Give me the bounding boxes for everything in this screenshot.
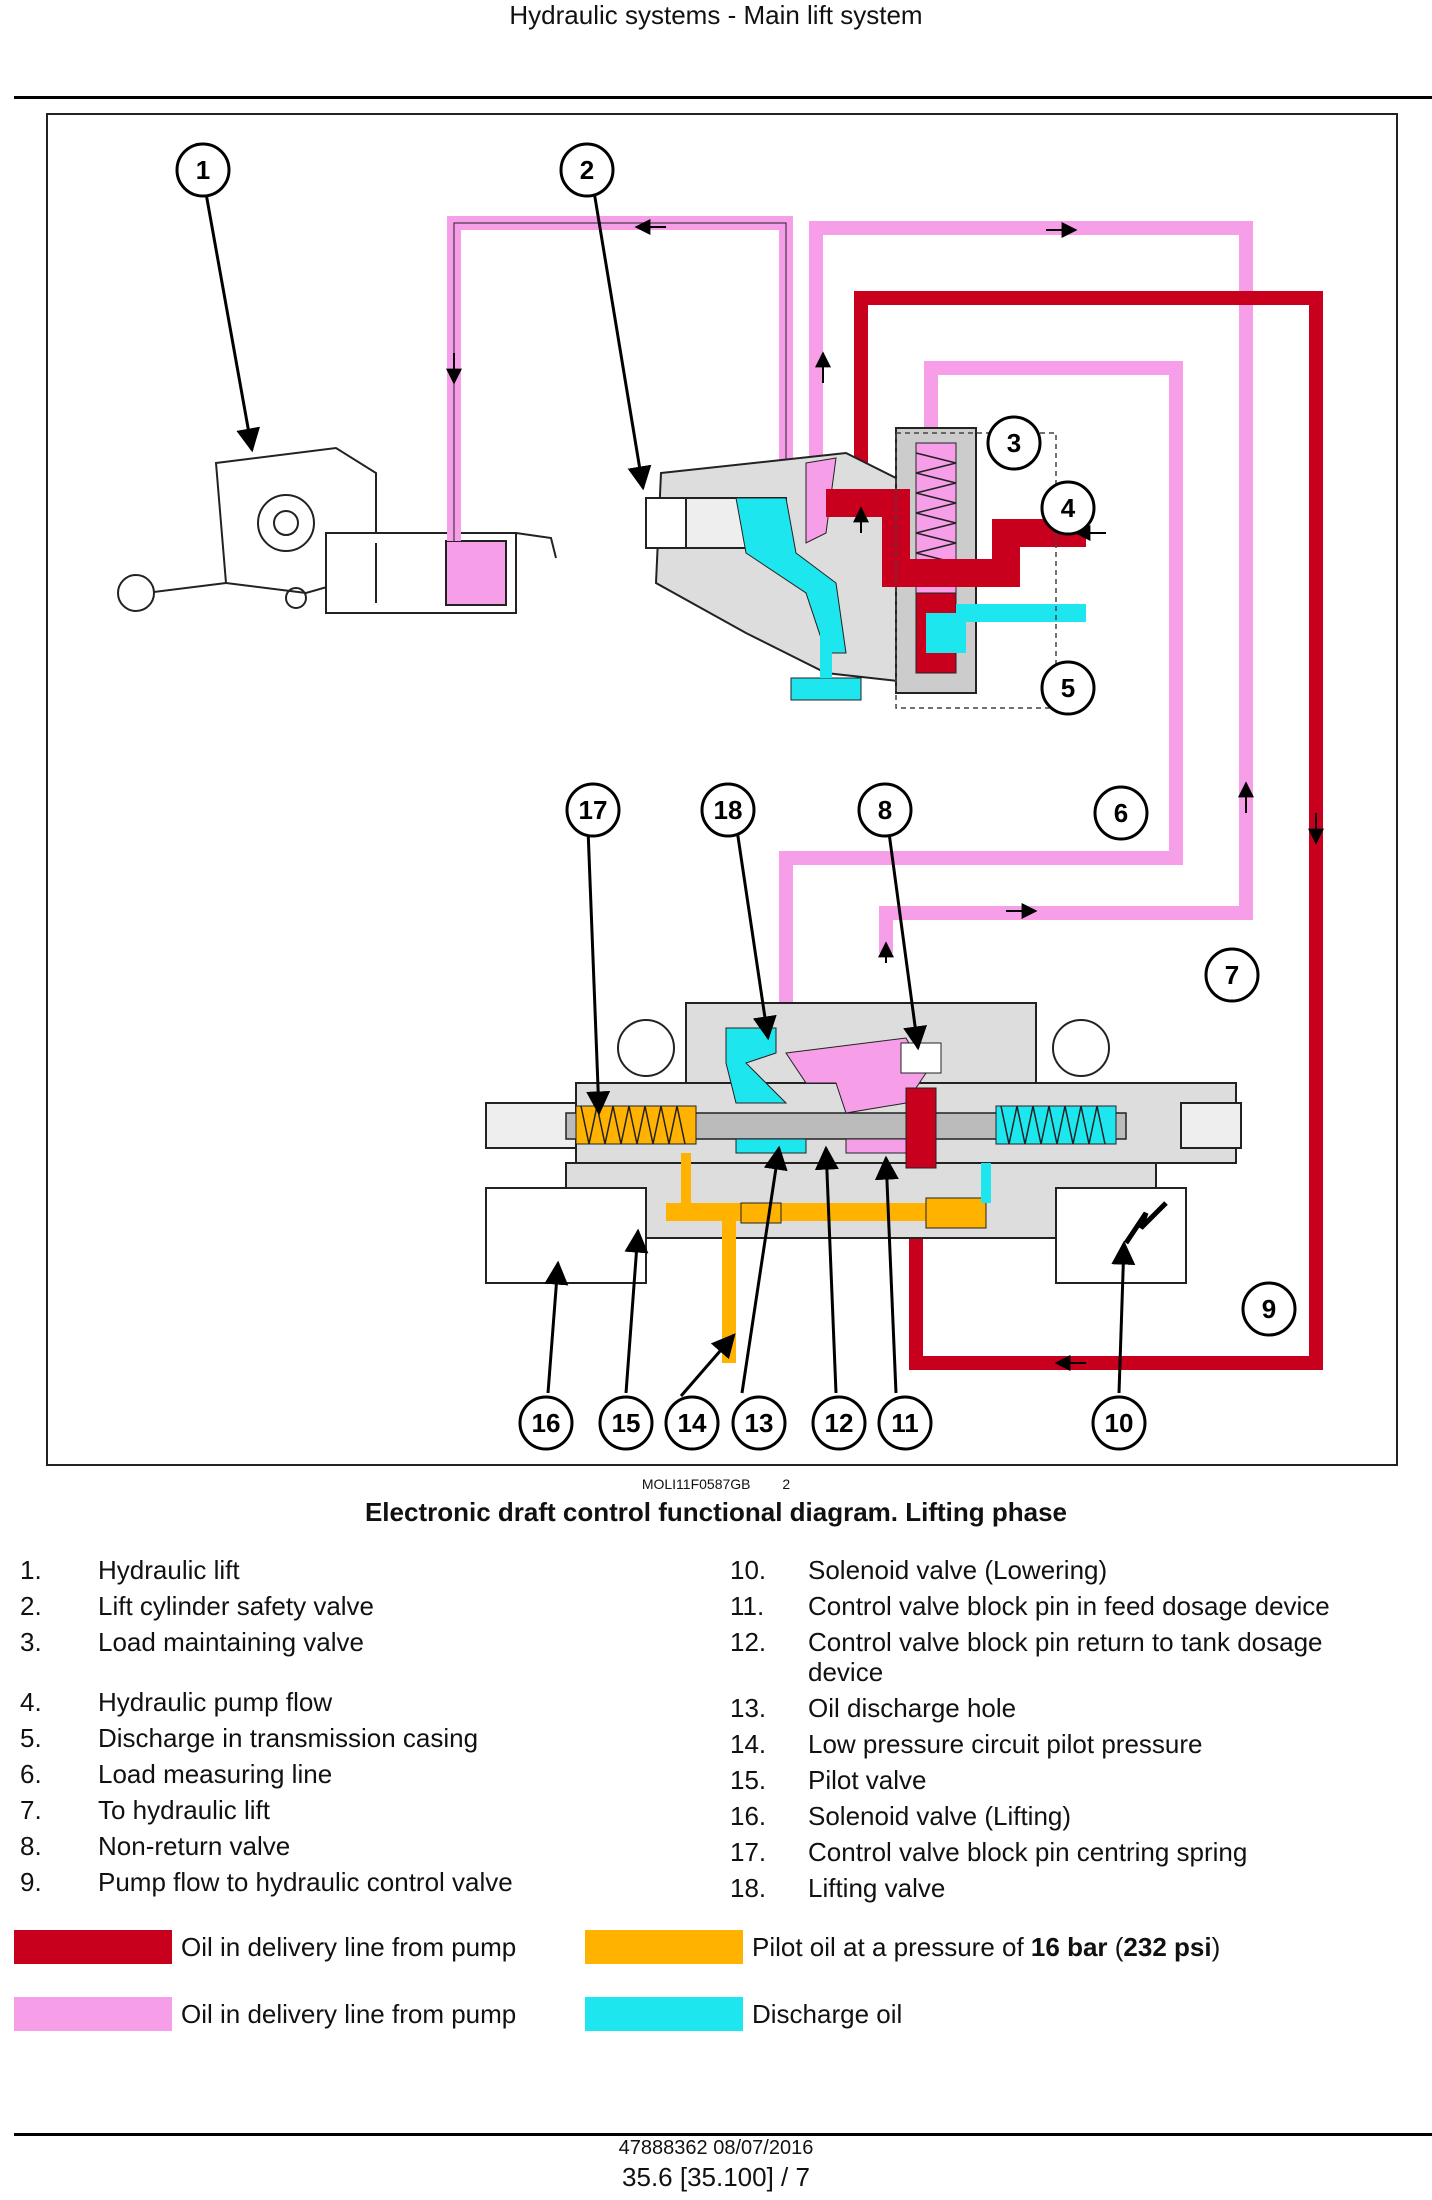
legend-item: 1.Hydraulic lift xyxy=(20,1555,240,1585)
callout-5: 5 xyxy=(1040,660,1096,716)
figure-caption: Electronic draft control functional diag… xyxy=(364,1497,1068,1527)
color-swatch xyxy=(585,1997,743,2031)
legend-item: 2.Lift cylinder safety valve xyxy=(20,1591,375,1621)
callout-10: 10 xyxy=(1091,1395,1147,1451)
color-key-label: Oil in delivery line from pump xyxy=(181,1932,517,1962)
page-header: Hydraulic systems - Main lift system xyxy=(509,0,923,30)
footer-page: 35.6 [35.100] / 7 xyxy=(622,2162,810,2192)
svg-text:9: 9 xyxy=(1262,1294,1276,1324)
svg-text:14: 14 xyxy=(678,1408,707,1438)
callout-12: 12 xyxy=(811,1395,867,1451)
hydraulic-diagram: 1 2 3 4 5 6 7 8 9 10 11 12 13 14 15 16 1… xyxy=(117,142,1324,1451)
footer-rule xyxy=(14,2133,1432,2136)
svg-text:13: 13 xyxy=(745,1408,774,1438)
callout-7: 7 xyxy=(1204,947,1260,1003)
legend-item: 15.Pilot valve xyxy=(730,1765,927,1795)
legend-right: 10.Solenoid valve (Lowering) 11.Control … xyxy=(730,1555,1400,1909)
legend-item: 18.Lifting valve xyxy=(730,1873,946,1903)
legend-left: 1.Hydraulic lift 2.Lift cylinder safety … xyxy=(20,1555,700,1903)
callout-16: 16 xyxy=(518,1395,574,1451)
callout-14: 14 xyxy=(664,1395,720,1451)
figure-id: MOLI11F0587GB 2 xyxy=(0,1476,1432,1492)
legend-item: 4.Hydraulic pump flow xyxy=(20,1687,333,1717)
leader-lines xyxy=(195,142,1136,1397)
callout-18: 18 xyxy=(700,782,756,838)
svg-text:7: 7 xyxy=(1225,960,1239,990)
callout-15: 15 xyxy=(598,1395,654,1451)
legend-item: 6.Load measuring line xyxy=(20,1759,333,1789)
legend-item: 13.Oil discharge hole xyxy=(730,1693,1017,1723)
footer-doc: 47888362 08/07/2016 xyxy=(618,2137,814,2159)
callout-13: 13 xyxy=(731,1395,787,1451)
legend-item: 16.Solenoid valve (Lifting) xyxy=(730,1801,1072,1831)
svg-text:4: 4 xyxy=(1061,493,1076,523)
pink-line-to-lift xyxy=(809,221,1253,953)
svg-text:1: 1 xyxy=(196,155,210,185)
svg-text:11: 11 xyxy=(891,1408,919,1438)
color-key-label: Pilot oil at a pressure of 16 bar (232 p… xyxy=(752,1932,1221,1962)
legend-item: 7.To hydraulic lift xyxy=(20,1795,270,1825)
color-key-label: Oil in delivery line from pump xyxy=(181,1999,517,2029)
legend-item: 9.Pump flow to hydraulic control valve xyxy=(20,1867,513,1897)
legend-item: 17.Control valve block pin centring spri… xyxy=(730,1837,1248,1867)
figure-code: MOLI11F0587GB xyxy=(641,1476,751,1492)
svg-text:5: 5 xyxy=(1061,673,1075,703)
flow-arrows xyxy=(446,219,1324,1371)
legend-item: 8.Non-return valve xyxy=(20,1831,291,1861)
svg-text:18: 18 xyxy=(714,795,743,825)
svg-text:8: 8 xyxy=(878,795,892,825)
callout-2: 2 xyxy=(559,142,615,198)
svg-text:3: 3 xyxy=(1007,428,1021,458)
svg-text:2: 2 xyxy=(580,155,594,185)
color-swatch xyxy=(14,1997,172,2031)
svg-text:12: 12 xyxy=(825,1408,854,1438)
callouts: 1 2 3 4 5 6 7 8 9 10 11 12 13 14 15 16 1… xyxy=(175,142,1297,1451)
color-swatch xyxy=(14,1930,172,1964)
control-valve-block xyxy=(485,1002,1242,1363)
legend-item: 14.Low pressure circuit pilot pressure xyxy=(730,1729,1203,1759)
callout-6: 6 xyxy=(1093,785,1149,841)
diagram-frame xyxy=(46,113,1398,1466)
load-maintaining-valve xyxy=(826,427,1086,709)
legend-item: 11.Control valve block pin in feed dosag… xyxy=(730,1591,1330,1621)
callout-8: 8 xyxy=(857,782,913,838)
hydraulic-lift-drawing xyxy=(117,446,557,614)
svg-text:6: 6 xyxy=(1114,798,1128,828)
callout-4: 4 xyxy=(1040,480,1096,536)
callout-17: 17 xyxy=(565,782,621,838)
legend-item: 10.Solenoid valve (Lowering) xyxy=(730,1555,1108,1585)
callout-9: 9 xyxy=(1241,1281,1297,1337)
color-key-label: Discharge oil xyxy=(752,1999,903,2029)
svg-text:17: 17 xyxy=(579,795,608,825)
legend-item: 3.Load maintaining valve xyxy=(20,1627,364,1657)
color-swatch xyxy=(585,1930,743,1964)
callout-11: 11 xyxy=(877,1395,933,1451)
svg-text:15: 15 xyxy=(612,1408,641,1438)
svg-text:16: 16 xyxy=(532,1408,561,1438)
legend-item: 5.Discharge in transmission casing xyxy=(20,1723,479,1753)
pink-line-load-measuring xyxy=(779,361,1183,1003)
figure-number: 2 xyxy=(782,1476,791,1492)
legend-item: 12.Control valve block pin return to tan… xyxy=(730,1627,1323,1687)
callout-1: 1 xyxy=(175,142,231,198)
header-rule xyxy=(14,96,1432,99)
svg-text:10: 10 xyxy=(1105,1408,1134,1438)
callout-3: 3 xyxy=(986,415,1042,471)
